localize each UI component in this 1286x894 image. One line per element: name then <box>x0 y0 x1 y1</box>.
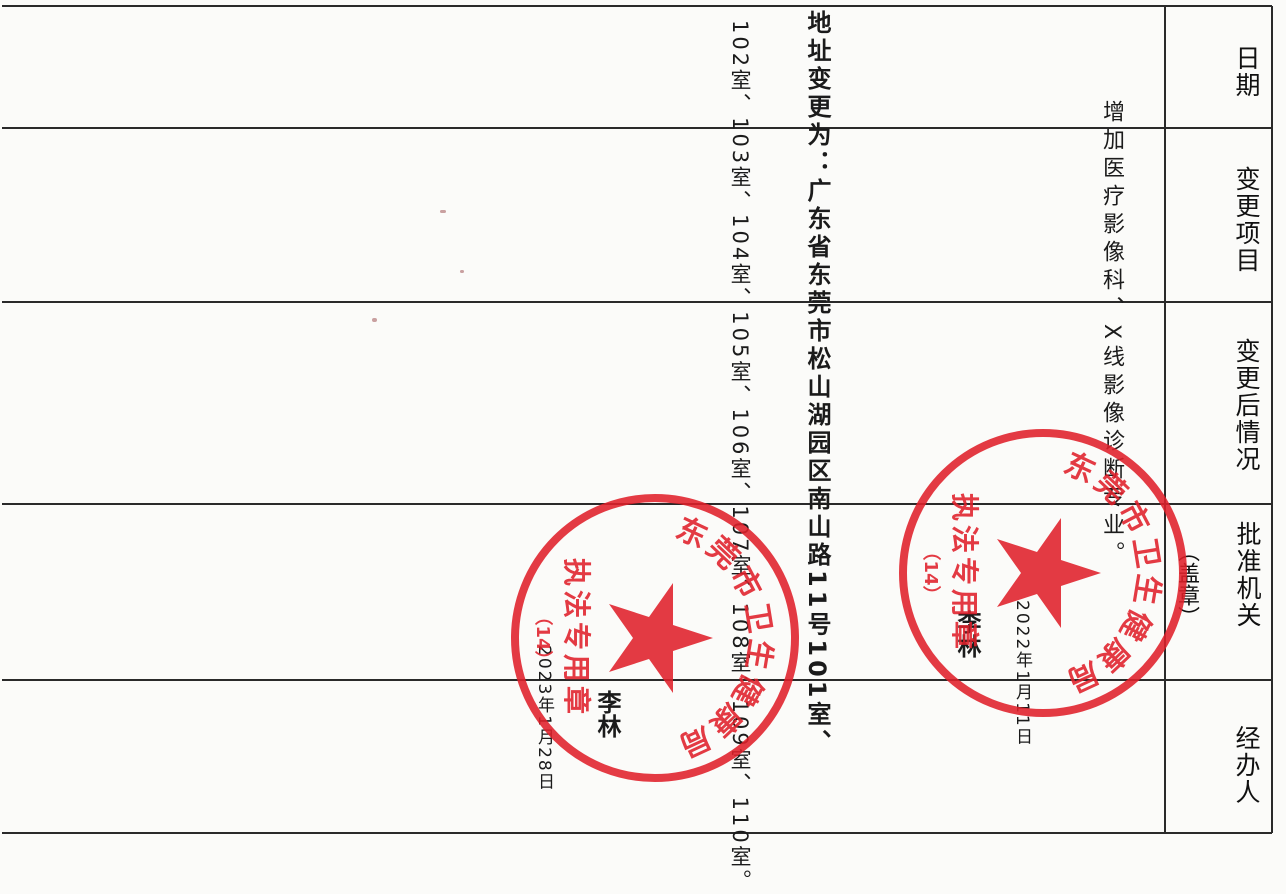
seal-star-icon <box>997 518 1101 628</box>
handwritten-address-line: 地址变更为：广东省东莞市松山湖园区南山路11号101室、 <box>803 10 831 758</box>
table-grid <box>2 5 1273 834</box>
seal-1-code: （14） <box>920 542 941 603</box>
registration-change-record-page: 日期 变更项目 变更后情况 批准机关 （盖章） 经办人 增加医疗影像科、X线影像… <box>2 5 1273 894</box>
handwritten-signature-1: 李林 <box>953 610 981 658</box>
seal-star-icon <box>609 583 713 693</box>
header-change-item: 变更项目 <box>1232 166 1261 274</box>
handwritten-signature-2: 李林 <box>593 690 621 738</box>
stray-mark <box>460 270 464 273</box>
seal-2-bottom-text: 执法专用章 <box>560 558 593 718</box>
handwritten-scope-note: 增加医疗影像科、X线影像诊断专业。 <box>1099 100 1124 570</box>
header-date: 日期 <box>1232 45 1261 99</box>
header-approving-authority: 批准机关 <box>1233 521 1262 629</box>
seal-2-code: （14） <box>532 607 553 668</box>
header-after-change: 变更后情况 <box>1232 337 1261 473</box>
official-seal-1: 东莞市卫生健康局 执法专用章 （14） <box>899 429 1187 717</box>
seal-1-bottom-text: 执法专用章 <box>948 493 981 653</box>
stray-mark <box>372 318 377 322</box>
header-handler: 经办人 <box>1232 724 1261 806</box>
stray-mark <box>440 210 446 213</box>
official-seal-2: 东莞市卫生健康局 执法专用章 （14） <box>511 494 799 782</box>
